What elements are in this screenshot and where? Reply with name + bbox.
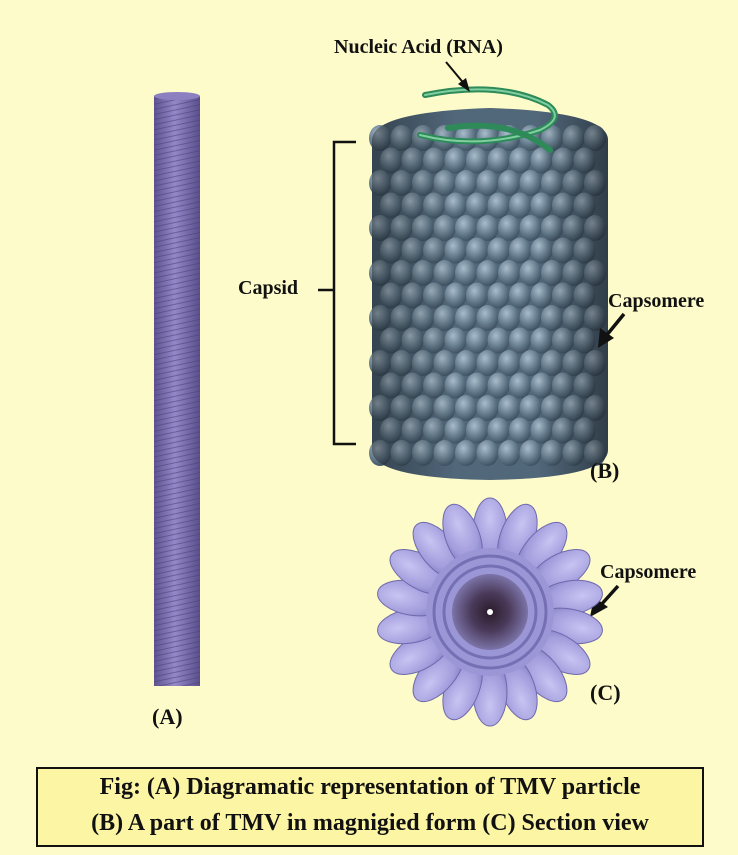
section-view [377,497,603,727]
nucleic-acid-label: Nucleic Acid (RNA) [334,36,503,58]
capsid-bracket [318,140,356,446]
panel-label-c: (C) [590,680,621,705]
capsomere-label-b: Capsomere [608,290,705,312]
capsid-cylinder [369,108,608,480]
panel-label-a: (A) [152,704,183,729]
tmv-rod [154,92,200,686]
capsomere-arrow-b [598,312,626,348]
caption-line-2: (B) A part of TMV in magnigied form (C) … [91,810,649,836]
panel-label-b: (B) [590,458,620,483]
capsid-label: Capsid [238,277,299,299]
capsomere-label-c: Capsomere [600,561,697,583]
rna-strand [417,86,558,153]
figure-caption: Fig: (A) Diagramatic representation of T… [36,767,704,847]
rna-arrow [445,61,470,92]
caption-line-1: Fig: (A) Diagramatic representation of T… [99,774,641,800]
